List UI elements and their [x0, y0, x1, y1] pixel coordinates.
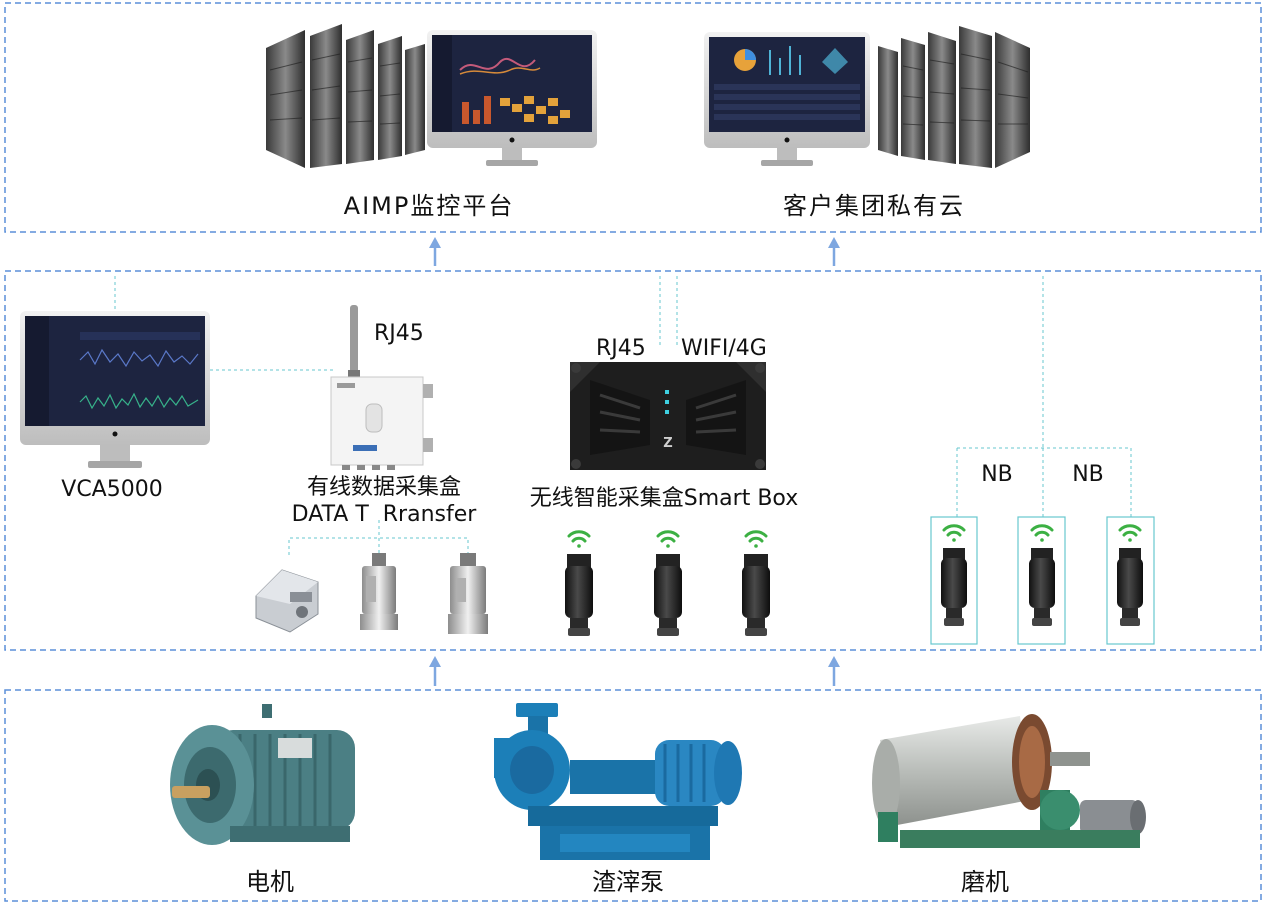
wifi-signal-icon	[744, 530, 768, 548]
nb-label-2: NB	[1072, 462, 1104, 487]
rj45-wired-label: RJ45	[374, 321, 424, 346]
sensor-icon	[654, 554, 682, 636]
wireless-box-label: 无线智能采集盒Smart Box	[530, 486, 798, 511]
sensor-icon	[255, 569, 319, 633]
sensor-icon	[941, 548, 967, 626]
mill-icon	[872, 714, 1146, 848]
motor-label: 电机	[246, 868, 294, 896]
wireless-sensor-1	[565, 530, 593, 636]
cloud-monitor-icon	[704, 32, 870, 166]
sensor-icon	[565, 554, 593, 636]
sensor-icon	[360, 553, 398, 630]
arrow-up-4	[828, 656, 840, 686]
server-rack-icon	[878, 26, 1030, 168]
sensor-icon	[1029, 548, 1055, 626]
sensor-icon	[448, 553, 488, 634]
middle-frame	[4, 270, 1262, 651]
wireless-sensor-2	[654, 530, 682, 636]
sensor-icon	[742, 554, 770, 636]
mill-label: 磨机	[961, 868, 1009, 896]
top-frame	[4, 2, 1262, 233]
nb-sensor-1	[930, 516, 978, 645]
wifi-signal-icon	[1030, 524, 1054, 542]
svg-text:Z: Z	[663, 436, 672, 451]
vca-label: VCA5000	[61, 477, 162, 502]
connection-lines	[114, 276, 1132, 555]
server-rack-icon	[266, 24, 425, 168]
wifi-signal-icon	[567, 530, 591, 548]
bottom-frame	[4, 689, 1262, 902]
sensor-icon	[1117, 548, 1143, 626]
wifi-signal-icon	[942, 524, 966, 542]
wired-box-label-line2: DATA T Rransfer	[292, 502, 478, 527]
wireless-sensor-3	[742, 530, 770, 636]
nb-label-1: NB	[981, 462, 1013, 487]
nb-sensor-3	[1106, 516, 1155, 645]
aimp-label: AIMP监控平台	[344, 192, 515, 220]
rj45-wireless-label: RJ45	[596, 336, 646, 361]
pump-icon	[494, 703, 742, 860]
arrow-up-2	[828, 237, 840, 266]
wired-box-label-line1: 有线数据采集盒	[307, 475, 461, 500]
cloud-label: 客户集团私有云	[783, 192, 965, 220]
arrow-up-3	[429, 656, 441, 686]
aimp-monitor-icon	[427, 30, 597, 166]
pump-label: 渣滓泵	[592, 868, 664, 896]
wired-box-icon	[330, 376, 433, 470]
wifi-4g-label: WIFI/4G	[681, 336, 767, 361]
motor-icon	[170, 704, 355, 845]
smart-box-icon: Z	[570, 362, 766, 470]
antenna-icon	[348, 305, 360, 378]
arrow-up-1	[429, 237, 441, 266]
wifi-signal-icon	[656, 530, 680, 548]
vca-monitor-icon	[20, 311, 210, 468]
nb-sensor-2	[1017, 516, 1066, 645]
wifi-signal-icon	[1118, 524, 1142, 542]
